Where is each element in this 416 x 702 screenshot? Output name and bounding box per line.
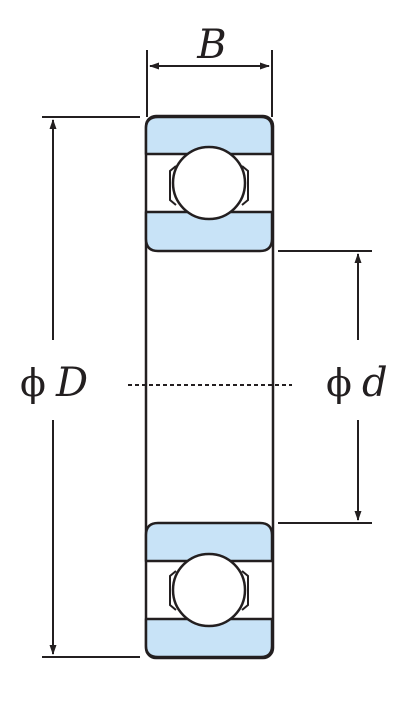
inner-ring-bottom xyxy=(144,521,274,563)
outer-ring-bottom xyxy=(144,617,274,659)
cage-bottom-left xyxy=(169,570,177,611)
inner-diameter-phi: ϕ xyxy=(326,361,352,405)
width-label: B xyxy=(196,22,226,68)
ball-top xyxy=(171,145,247,221)
bearing-body xyxy=(144,114,275,660)
inner-diameter-label: d xyxy=(362,360,388,406)
inner-diameter-dimension: ϕ d xyxy=(278,250,388,524)
cage-top-right xyxy=(241,165,249,206)
outer-diameter-label: D xyxy=(55,360,88,406)
outer-ring-top xyxy=(144,115,274,156)
ball-bottom xyxy=(171,552,247,628)
outer-diameter-phi: ϕ xyxy=(20,361,46,405)
inner-ring-top xyxy=(144,210,274,253)
outer-diameter-dimension: ϕ D xyxy=(20,116,140,658)
bottom-section xyxy=(144,521,274,659)
width-dimension: B xyxy=(146,22,273,117)
cage-bottom-right xyxy=(241,570,249,611)
cage-top-left xyxy=(169,165,177,206)
top-section xyxy=(144,115,274,253)
